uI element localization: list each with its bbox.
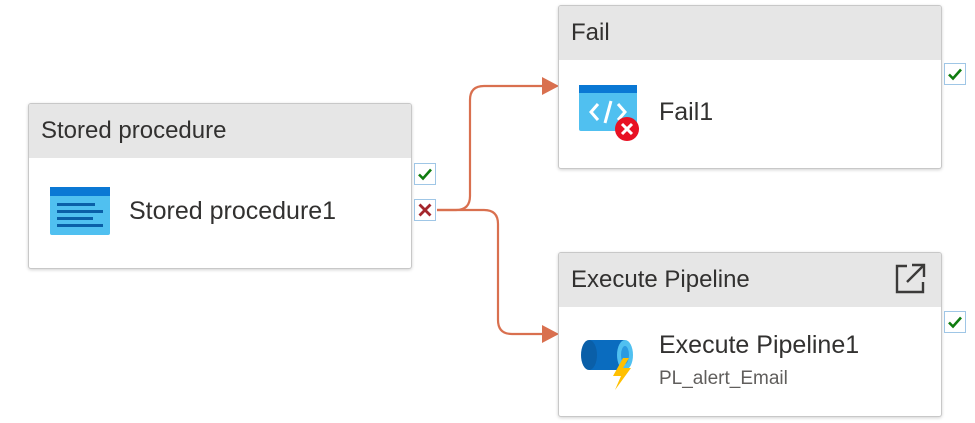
fail-activity-icon [578, 84, 642, 149]
activity-name: Stored procedure1 [129, 197, 337, 225]
stored-procedure-activity[interactable]: Stored procedure Stored procedure1 [28, 103, 412, 269]
success-output-port[interactable] [944, 63, 966, 85]
success-check-icon [948, 68, 962, 81]
connector-to-execute-pipeline[interactable] [437, 208, 542, 336]
connector-arrow-execute-pipeline [542, 325, 559, 343]
success-output-port[interactable] [944, 311, 966, 333]
activity-name: Fail1 [659, 98, 714, 126]
execute-pipeline-activity[interactable]: Execute Pipeline Execute Pipelin [558, 252, 942, 417]
activity-type-header: Stored procedure [29, 104, 411, 158]
connector-to-fail[interactable] [437, 84, 542, 212]
activity-type-label: Stored procedure [41, 117, 227, 144]
activity-body: Fail1 [559, 60, 941, 168]
activity-name: Execute Pipeline1 [659, 331, 860, 359]
activity-type-label: Fail [571, 19, 610, 46]
invoked-pipeline-name: PL_alert_Email [659, 368, 788, 389]
execute-pipeline-icon [579, 330, 643, 395]
activity-type-label: Execute Pipeline [571, 266, 750, 293]
success-check-icon [418, 168, 432, 181]
open-in-new-icon[interactable] [893, 262, 927, 296]
stored-procedure-icon [49, 186, 111, 241]
activity-body: Execute Pipeline1 PL_alert_Email [559, 307, 941, 416]
activity-body: Stored procedure1 [29, 158, 411, 268]
failure-x-icon [418, 203, 432, 217]
connector-arrow-fail [542, 77, 559, 95]
success-output-port[interactable] [414, 163, 436, 185]
activity-type-header: Fail [559, 6, 941, 60]
activity-type-header: Execute Pipeline [559, 253, 941, 307]
success-check-icon [948, 316, 962, 329]
failure-output-port[interactable] [414, 199, 436, 221]
fail-activity[interactable]: Fail Fail1 [558, 5, 942, 169]
